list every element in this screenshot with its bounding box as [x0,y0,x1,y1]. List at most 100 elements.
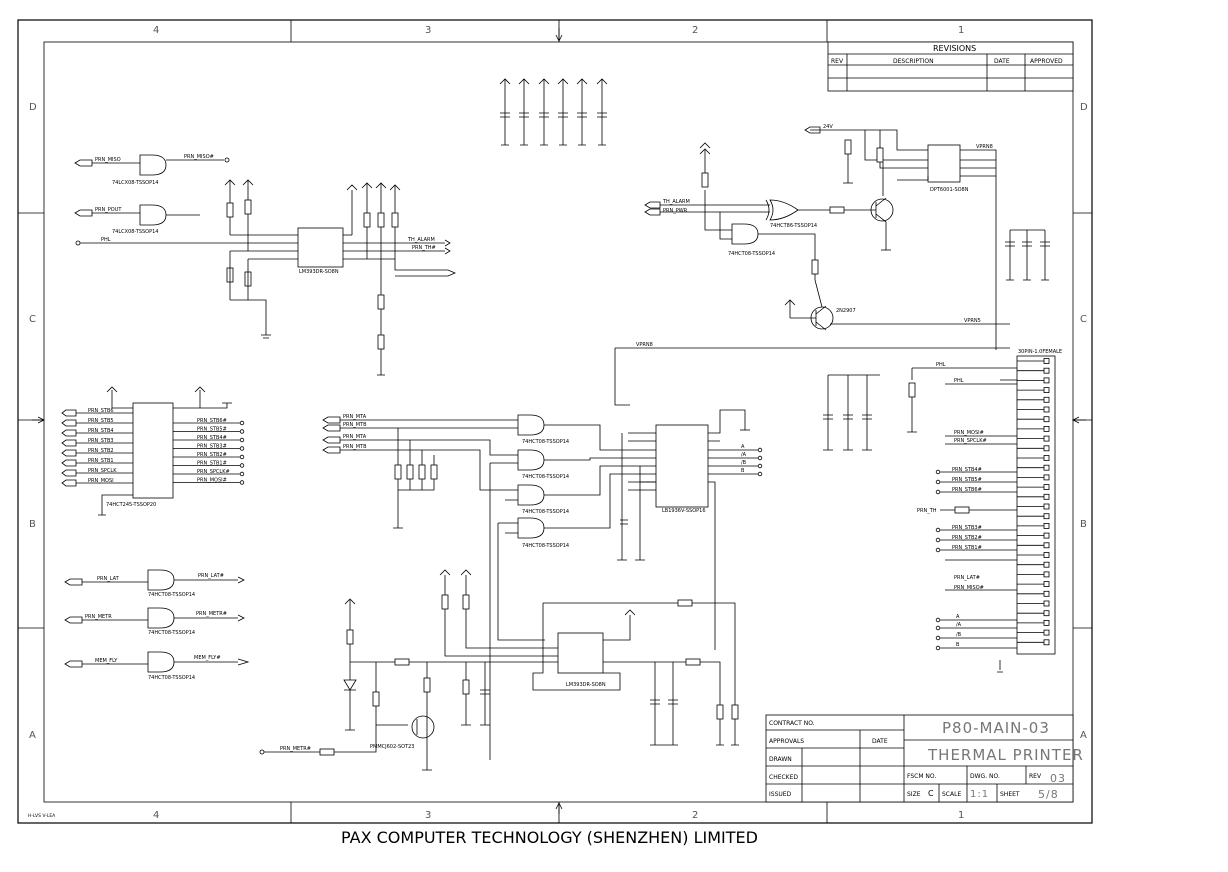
zone-left-a: A [29,730,36,741]
conn-part: 30PIN-1.0FEMALE [1018,349,1062,355]
u28-bus-lines: PRN_STB6PRN_STB5PRN_STB4PRN_STB3PRN_STB2… [61,408,245,487]
u7b-part: 74LCX08-TSSOP14 [112,229,159,235]
net-th-alarm-1: TH_ALARM [407,237,435,243]
u26-power-switch: 24V DPT6001-SO8N VPRN8 [804,124,997,350]
corner-note: H-LVS V-LEA [28,813,56,819]
net-prn-mtb: PRN_MTB [343,422,367,428]
bus-out-label: PRN_STB1# [197,461,227,467]
company-footer: PAX COMPUTER TECHNOLOGY (SHENZHEN) LIMIT… [341,828,758,847]
net-vprn5-rail: VPRN5 [964,318,981,324]
net-prn-metr-out: PRN_METR# [196,611,227,617]
zone-right-b: B [1080,519,1087,530]
q-pnp-part: 2N2907 [836,308,856,314]
conn-stb-top-label: PRN_STB5# [952,477,982,483]
net-prn-mosi-conn: PRN_MOSI# [954,430,984,436]
connector-30pin: 30PIN-1.0FEMALE [1016,349,1062,655]
connector-nets: PHL PHL PRN_MOSI# PRN_SPCLK# PRN_TH PRN_… [823,362,1017,673]
net-prn-lat-out: PRN_LAT# [198,573,224,579]
u23a-part: 74HCT08-TSSOP14 [148,592,195,598]
u25-and-gate: 74HCT08-TSSOP14 [699,142,819,280]
fscm-label: FSCM NO. [907,773,936,780]
zone-right-c: C [1080,314,1087,325]
bus-in-label: PRN_SPCLK [88,468,117,474]
approved-header: APPROVED [1030,58,1063,65]
net-prn-lat: PRN_LAT [97,576,120,582]
net-prn-th-n: PRN_TH# [412,245,436,251]
rev-header: REV [831,58,844,65]
bus-in-label: PRN_MOSI [88,478,114,484]
bus-in-label: PRN_STB4 [88,428,114,434]
vprn-caps [1005,229,1050,281]
conn-motor-a: A [956,614,960,620]
u7-and-gate-pout: PRN_POUT 74LCX08-TSSOP14 [74,204,200,235]
sheet-value: 5/8 [1038,788,1059,801]
motor-out-nb: /B [741,460,747,466]
u7a-part: 74LCX08-TSSOP14 [112,180,159,186]
u7-and-gate-miso: PRN_MISO PRN_MISO# 74LCX08-TSSOP14 [74,154,230,186]
conn-motor-b: B [956,642,960,648]
net-prn-miso: PRN_MISO [95,157,121,163]
u22a-part: 74HCT08-TSSOP14 [522,439,569,445]
bus-in-label: PRN_STB1 [88,458,114,464]
zone-bottom-2: 2 [692,810,698,821]
net-vprn8-rail: VPRN8 [636,342,653,348]
u9-comparator: LM393DR-SO8N [350,569,739,746]
net-prn-metr-r: PRN_METR# [280,746,311,752]
bus-out-label: PRN_MOSI# [197,478,227,484]
decoupling-capacitor-bank [499,78,608,146]
size-label: SIZE [907,791,921,798]
bus-in-label: PRN_STB3 [88,438,114,444]
bus-out-label: PRN_STB4# [197,435,227,441]
conn-stb-top-label: PRN_STB6# [952,487,982,493]
net-prn-mta-2: PRN_MTA [343,434,367,440]
bus-in-label: PRN_STB5 [88,418,114,424]
connector-strobe-nets: PRN_STB4#PRN_STB5#PRN_STB6#PRN_STB3#PRN_… [935,467,1017,553]
sheet-label: SHEET [1000,791,1020,798]
size-value: C [928,789,934,798]
u22d-part: 74HCT08-TSSOP14 [522,543,569,549]
zone-left-b: B [29,519,36,530]
net-phl-conn-2: PHL [954,378,964,384]
net-24v: 24V [823,124,833,130]
bus-out-label: PRN_STB6# [197,418,227,424]
center-arrows [32,28,1086,814]
u1-comparator: TH_ALARM PRN_TH# LM393DR-SO8N PHL [75,179,457,376]
npn-transistor [870,197,894,251]
conn-stb-bottom-label: PRN_STB2# [952,535,982,541]
net-prn-pwr: PRN_PWR [663,208,688,214]
u9-part: LM393DR-SO8N [566,682,606,688]
u24-xor-gate: TH_ALARM PRN_PWR 74HCT86-TSSOP14 [644,199,870,229]
u22c-part: 74HCT08-TSSOP14 [522,509,569,515]
approvals-date-label: DATE [872,738,888,745]
net-mem-fly: MEM_FLY [95,658,118,664]
u28-part: 74HCT245-TSSOP20 [106,502,156,508]
dwg-label: DWG. NO. [970,773,1000,780]
zone-ticks [18,20,1092,823]
conn-stb-bottom-label: PRN_STB1# [952,545,982,551]
motor-out-na: /A [741,452,747,458]
part-number: P80-MAIN-03 [942,719,1050,737]
approvals-label: APPROVALS [769,738,804,745]
contract-label: CONTRACT NO. [769,720,815,727]
zone-left-c: C [29,314,36,325]
bus-out-label: PRN_STB2# [197,452,227,458]
net-prn-mtb-2: PRN_MTB [343,444,367,450]
mosfet-part: PMMCJ602-SOT23 [370,744,414,750]
zone-right-a: A [1080,730,1087,741]
net-prn-mta: PRN_MTA [343,414,367,420]
motor-out-a: A [741,444,745,450]
u28-buffer: 74HCT245-TSSOP20 [98,386,232,516]
u22-motor-gates: PRN_MTA PRN_MTB PRN_MTA PRN_MTB 74HCT08-… [322,414,628,760]
inner-border [43,41,1074,803]
net-prn-pout: PRN_POUT [95,207,122,213]
zone-top-2: 2 [692,25,698,36]
zone-top-1: 1 [958,25,964,36]
outer-border [17,19,1093,824]
zone-right-d: D [1080,102,1088,113]
issued-label: ISSUED [769,791,792,798]
conn-motor-na: /A [956,622,962,628]
zone-bottom-4: 4 [153,810,159,821]
net-phl: PHL [101,237,111,243]
u23c-part: 74HCT08-TSSOP14 [148,675,195,681]
